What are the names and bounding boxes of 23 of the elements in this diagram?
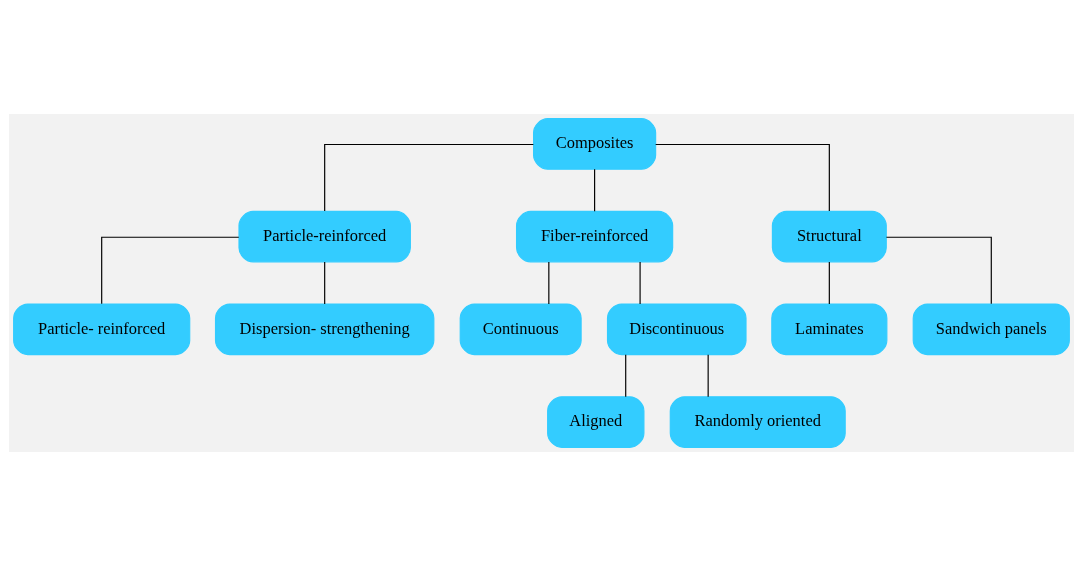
node-box: Particle- reinforced bbox=[13, 303, 191, 355]
connector bbox=[625, 353, 627, 397]
connector bbox=[324, 143, 534, 212]
node-box: Composites bbox=[533, 117, 657, 170]
node-box: Fiber-reinforced bbox=[515, 210, 674, 262]
connector bbox=[707, 353, 709, 397]
connector bbox=[101, 236, 240, 304]
connector bbox=[324, 260, 326, 305]
node-box: Discontinuous bbox=[606, 303, 747, 355]
node-box: Dispersion- strengthening bbox=[214, 303, 435, 355]
connector bbox=[548, 260, 550, 305]
connector bbox=[885, 236, 992, 304]
node-box: Laminates bbox=[771, 303, 888, 355]
node-box: Particle-reinforced bbox=[238, 210, 411, 262]
connector bbox=[655, 143, 830, 212]
node-box: Aligned bbox=[547, 395, 645, 448]
connector bbox=[828, 260, 830, 305]
connector bbox=[639, 260, 641, 305]
node-box: Randomly oriented bbox=[669, 395, 846, 448]
node-box: Sandwich panels bbox=[912, 303, 1070, 355]
connector bbox=[594, 168, 596, 212]
node-box: Continuous bbox=[459, 303, 582, 355]
node-box: Structural bbox=[771, 210, 887, 262]
